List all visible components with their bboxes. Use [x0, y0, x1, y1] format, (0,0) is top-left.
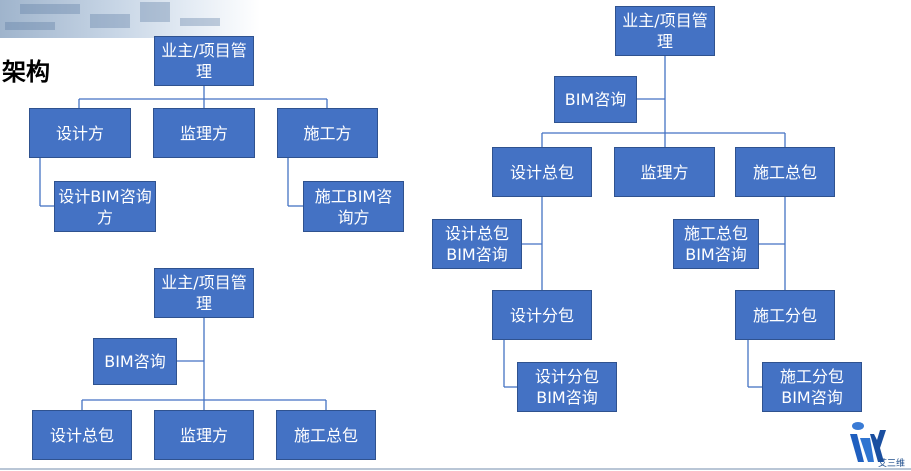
construction-sub-bim-label: 施工分包BIM咨询	[779, 367, 844, 407]
supervision-node-c: 监理方	[614, 147, 715, 197]
supervision-node-b-label: 监理方	[179, 425, 228, 445]
design-sub-label: 设计分包	[509, 305, 574, 325]
construction-sub-node: 施工分包	[735, 290, 835, 340]
bim-consultant-b-label: BIM咨询	[104, 352, 166, 371]
owner-node-c-label: 业主/项目管理	[622, 11, 708, 51]
construction-general-c-label: 施工总包	[752, 162, 817, 182]
design-general-bim-node: 设计总包BIM咨询	[432, 219, 522, 269]
supervision-node-b: 监理方	[154, 410, 254, 460]
design-general-b-label: 设计总包	[49, 425, 114, 445]
construction-general-bim-label: 施工总包BIM咨询	[683, 224, 748, 264]
design-sub-node: 设计分包	[492, 290, 592, 340]
design-sub-bim-node: 设计分包BIM咨询	[517, 362, 617, 412]
construction-general-b-label: 施工总包	[293, 425, 358, 445]
construction-bim-consultant-label: 施工BIM咨询方	[314, 186, 393, 227]
design-bim-consultant-node: 设计BIM咨询方	[54, 181, 156, 232]
owner-node-b: 业主/项目管理	[154, 268, 254, 318]
company-logo-text: 艾三维	[878, 459, 906, 469]
bim-consultant-node-c: BIM咨询	[554, 76, 637, 123]
supervision-node-c-label: 监理方	[640, 162, 689, 182]
construction-party-node: 施工方	[277, 108, 378, 158]
construction-sub-label: 施工分包	[752, 305, 817, 325]
construction-general-node-c: 施工总包	[735, 147, 835, 197]
company-logo-icon	[850, 422, 886, 462]
footer-divider	[0, 468, 911, 470]
slide-title: 架构	[2, 58, 50, 86]
design-general-c-label: 设计总包	[509, 162, 574, 182]
design-general-bim-label: 设计总包BIM咨询	[444, 224, 509, 264]
owner-node-b-label: 业主/项目管理	[161, 273, 247, 313]
construction-general-bim-node: 施工总包BIM咨询	[673, 219, 759, 269]
construction-party-label: 施工方	[303, 123, 352, 143]
design-sub-bim-label: 设计分包BIM咨询	[534, 367, 599, 407]
bim-consultant-node-b: BIM咨询	[93, 338, 177, 385]
owner-node-a-label: 业主/项目管理	[161, 41, 247, 81]
design-party-label: 设计方	[55, 123, 104, 143]
header-banner-image	[0, 0, 260, 38]
bim-consultant-c-label: BIM咨询	[564, 90, 627, 109]
owner-node-a: 业主/项目管理	[154, 36, 254, 86]
owner-node-c: 业主/项目管理	[615, 6, 715, 56]
supervision-node-a-label: 监理方	[179, 123, 228, 143]
construction-sub-bim-node: 施工分包BIM咨询	[762, 362, 862, 412]
design-bim-consultant-label: 设计BIM咨询方	[58, 186, 152, 227]
construction-general-node-b: 施工总包	[276, 410, 376, 460]
construction-bim-consultant-node: 施工BIM咨询方	[303, 181, 404, 232]
design-general-node-c: 设计总包	[492, 147, 592, 197]
design-party-node: 设计方	[29, 108, 131, 158]
supervision-node-a: 监理方	[153, 108, 255, 158]
design-general-node-b: 设计总包	[32, 410, 132, 460]
